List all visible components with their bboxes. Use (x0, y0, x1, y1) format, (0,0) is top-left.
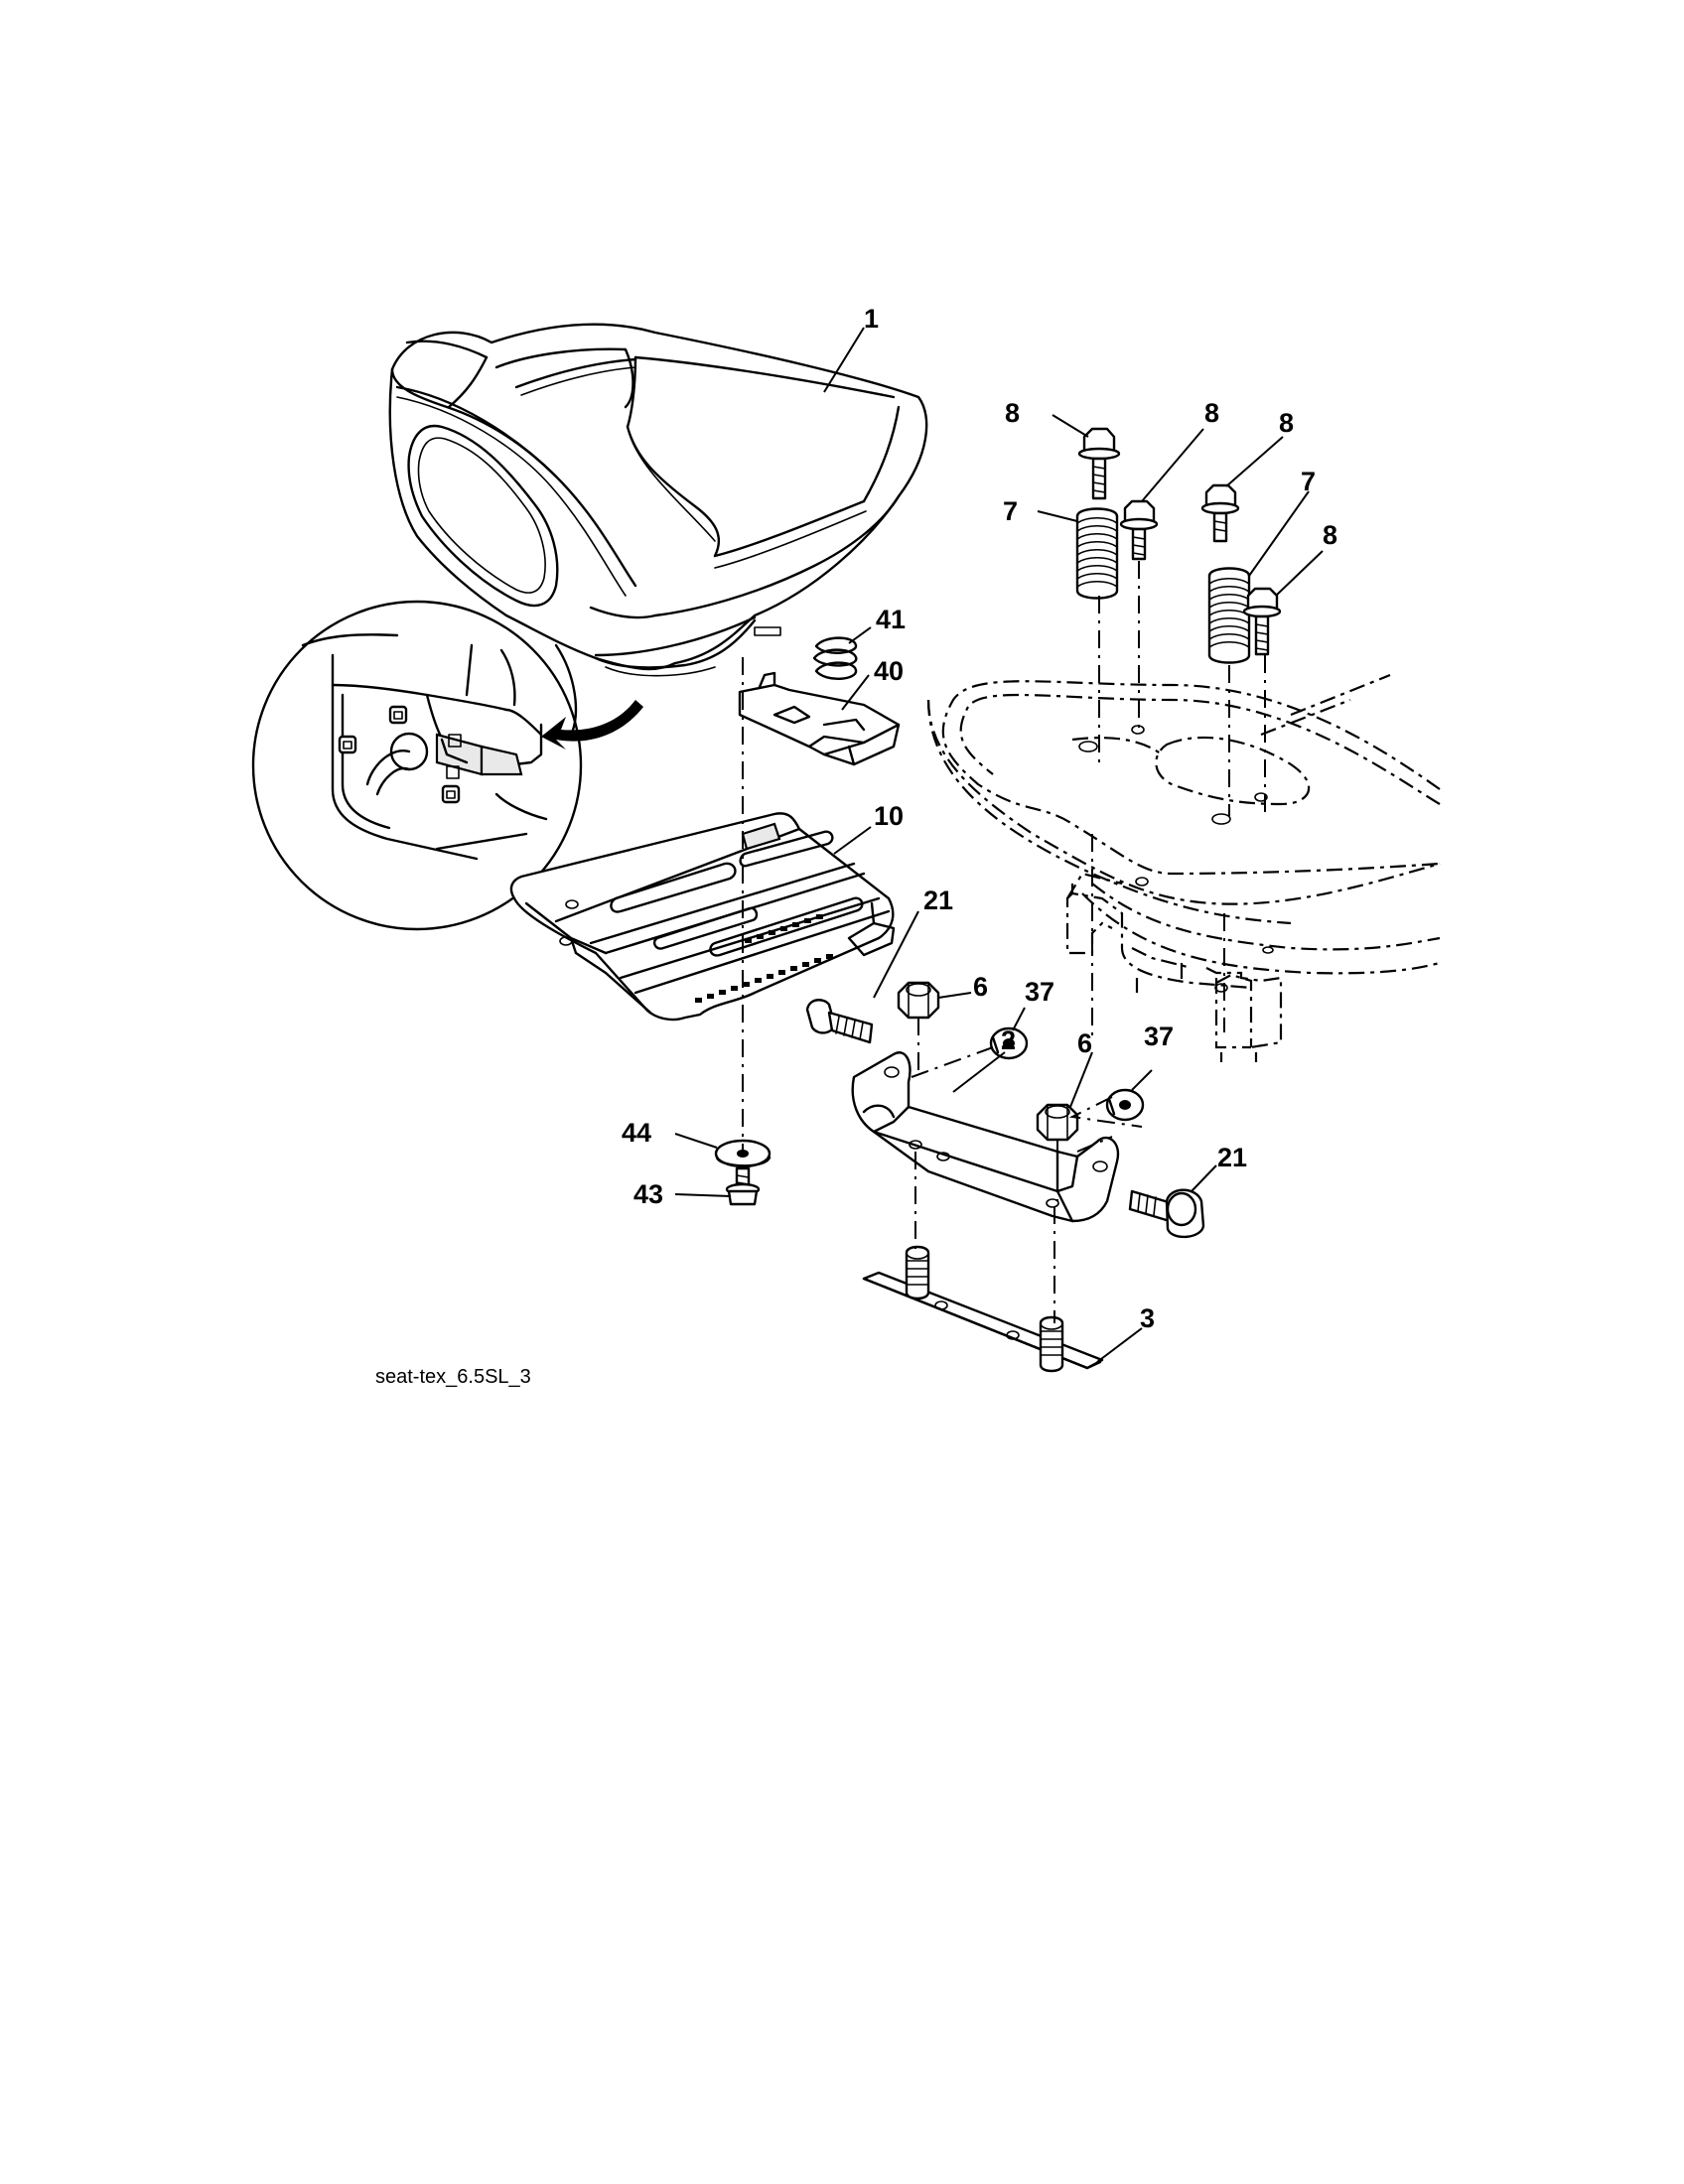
bolt-43 (725, 1166, 761, 1206)
seat-bracket-2 (851, 1051, 1120, 1223)
callout-7-a: 7 (1003, 496, 1018, 526)
callout-2: 2 (1001, 1025, 1016, 1055)
washer-37-a (989, 1026, 1029, 1060)
bolt-21-a (805, 999, 874, 1044)
callout-8-a: 8 (1005, 398, 1020, 428)
callout-21-b: 21 (1217, 1143, 1247, 1172)
seat-pan-10 (509, 812, 896, 1022)
seat (388, 323, 928, 677)
base-plate-3 (862, 1245, 1104, 1373)
nut-6-b (1036, 1103, 1079, 1142)
callout-6-a: 6 (973, 972, 988, 1002)
callout-8-b: 8 (1204, 398, 1219, 428)
detail-arrow (541, 700, 643, 750)
seat-piping (514, 357, 637, 396)
callout-1: 1 (864, 304, 879, 334)
washer-37-b (1105, 1088, 1145, 1122)
assembly-centerlines (742, 561, 1266, 1323)
detail-inset-circle (251, 600, 583, 931)
leader-lines (674, 327, 1324, 1363)
bolt-8-d (1242, 587, 1282, 656)
callout-7-b: 7 (1301, 467, 1316, 496)
bolt-21-b (1128, 1188, 1205, 1239)
callout-43: 43 (633, 1179, 663, 1209)
callout-21-a: 21 (923, 886, 953, 915)
callout-8-c: 8 (1279, 408, 1294, 438)
adjust-holes (695, 914, 833, 1003)
callout-37-a: 37 (1025, 977, 1054, 1007)
bolt-8-c (1200, 483, 1240, 543)
bolt-8-a (1077, 427, 1121, 500)
callout-41: 41 (876, 605, 906, 634)
nut-6-a (897, 981, 940, 1020)
callout-6-b: 6 (1077, 1028, 1092, 1058)
callout-10: 10 (874, 801, 904, 831)
chassis-fender-outline (926, 673, 1441, 1062)
seat-switch-40 (738, 671, 901, 766)
bolt-8-b (1119, 499, 1159, 561)
figure-caption: seat-tex_6.5SL_3 (375, 1366, 531, 1388)
spring-7-right (1207, 567, 1251, 664)
callout-3: 3 (1140, 1303, 1155, 1333)
callout-8-d: 8 (1323, 520, 1337, 550)
callout-37-b: 37 (1144, 1022, 1174, 1051)
callout-44: 44 (622, 1118, 651, 1148)
spring-7-left (1075, 507, 1119, 600)
washer-44 (714, 1139, 772, 1168)
callout-40: 40 (874, 656, 904, 686)
spring-41 (812, 636, 858, 680)
